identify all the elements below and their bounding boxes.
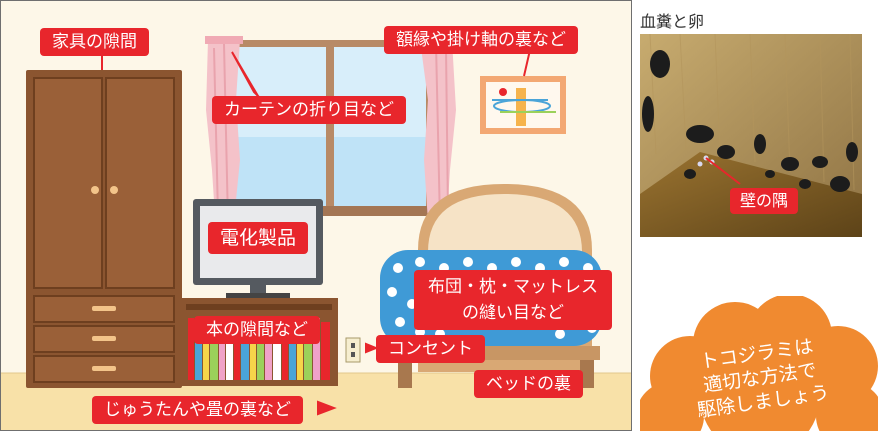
room-drawing	[0, 0, 632, 431]
label-curtain-folds: カーテンの折り目など	[212, 96, 406, 124]
window	[222, 40, 440, 216]
label-bedding-line1: 布団・枕・マットレス	[428, 277, 598, 297]
label-bedding: 布団・枕・マットレス の縫い目など	[414, 270, 612, 330]
label-frame-back: 額縁や掛け軸の裏など	[384, 26, 578, 54]
books	[188, 316, 330, 380]
photo-title: 血糞と卵	[640, 12, 705, 31]
picture-frame	[480, 76, 566, 134]
label-appliances: 電化製品	[208, 222, 309, 254]
label-bookshelf-gap: 本の隙間など	[194, 316, 320, 344]
label-bed-underside: ベッドの裏	[474, 370, 583, 398]
photo-label-wall-corner: 壁の隅	[730, 188, 799, 214]
callout-cloud: トコジラミは 適切な方法で 駆除しましょう	[640, 296, 878, 431]
cloud-shape	[640, 296, 878, 431]
photo-wall-corner: 壁の隅	[640, 34, 862, 237]
label-bedding-line2: の縫い目など	[462, 303, 564, 323]
label-carpet-back: じゅうたんや畳の裏など	[92, 396, 303, 424]
room-illustration: 家具の隙間 額縁や掛け軸の裏など カーテンの折り目など 電化製品 布団・枕・マッ…	[0, 0, 632, 431]
wardrobe	[26, 70, 182, 388]
outlet-icon	[345, 337, 361, 363]
label-outlet: コンセント	[376, 335, 485, 363]
curtain-left	[205, 36, 243, 232]
label-furniture-gap: 家具の隙間	[40, 28, 149, 56]
